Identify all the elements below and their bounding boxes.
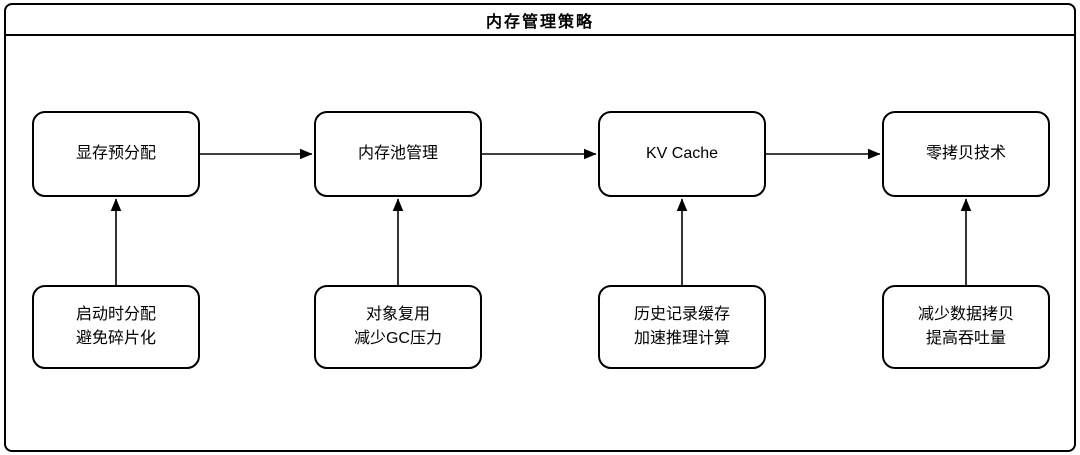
diagram-outer-frame: 内存管理策略 — [4, 3, 1076, 452]
diagram-title: 内存管理策略 — [6, 5, 1074, 36]
node-history-cache-detail: 历史记录缓存 加速推理计算 — [598, 285, 766, 369]
node-object-reuse-detail: 对象复用 减少GC压力 — [314, 285, 482, 369]
node-label-line1: 启动时分配 — [75, 306, 156, 323]
node-startup-alloc-detail: 启动时分配 避免碎片化 — [32, 285, 200, 369]
node-label-line2: 减少GC压力 — [353, 330, 442, 347]
node-label-line1: 对象复用 — [365, 306, 430, 323]
node-memory-pool-management: 内存池管理 — [314, 111, 482, 197]
node-kv-cache: KV Cache — [598, 111, 766, 197]
node-reduce-copy-detail: 减少数据拷贝 提高吞吐量 — [882, 285, 1050, 369]
node-label-line1: 历史记录缓存 — [633, 306, 730, 323]
node-label-line2: 加速推理计算 — [633, 330, 730, 347]
node-label-line1: 减少数据拷贝 — [917, 306, 1014, 323]
node-zero-copy: 零拷贝技术 — [882, 111, 1050, 197]
node-label-line2: 提高吞吐量 — [925, 330, 1006, 347]
node-label: 显存预分配 — [75, 145, 156, 162]
node-label-line2: 避免碎片化 — [75, 330, 156, 347]
node-label: 内存池管理 — [357, 145, 438, 162]
node-gpu-memory-prealloc: 显存预分配 — [32, 111, 200, 197]
node-label: KV Cache — [645, 145, 719, 162]
node-label: 零拷贝技术 — [925, 145, 1006, 162]
